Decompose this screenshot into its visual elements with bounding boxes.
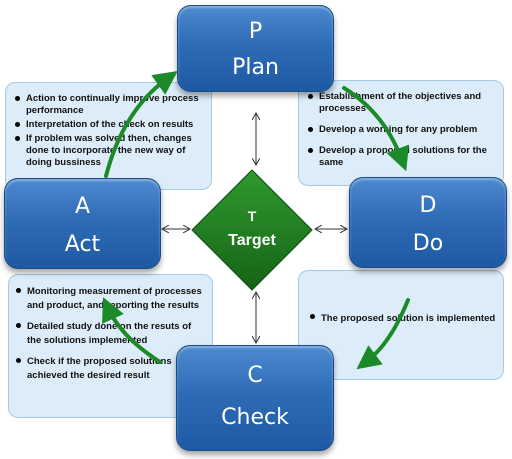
act-label: Act (64, 232, 101, 257)
do-label: Do (412, 231, 444, 256)
do-notes-list: The proposed solution is implemented (305, 311, 497, 326)
arrow-do-to-check (356, 298, 410, 370)
list-item: If problem was solved then, changes done… (10, 133, 205, 169)
list-item: Action to continually improve process pe… (10, 93, 205, 117)
list-item: Establishment of the objectives and proc… (303, 91, 499, 115)
act-box: A Act (4, 178, 161, 269)
target-diamond: T Target (190, 168, 314, 292)
list-item: Check if the proposed solutions achieved… (11, 355, 208, 383)
check-box: C Check (176, 345, 334, 451)
target-letter: T (247, 208, 257, 224)
do-letter: D (419, 193, 437, 218)
arrow-act-to-plan (104, 71, 178, 178)
arrow-check-to-act (102, 297, 162, 364)
list-item: Detailed study done on the resuts of the… (11, 320, 208, 348)
check-label: Check (221, 405, 289, 430)
plan-letter: P (248, 19, 263, 44)
target-label: Target (228, 232, 276, 249)
plan-box: P Plan (177, 5, 334, 92)
act-letter: A (74, 194, 91, 219)
check-letter: C (247, 363, 263, 388)
list-item: Develop a working for any problem (303, 124, 499, 136)
act-notes-list: Action to continually improve process pe… (10, 93, 205, 169)
plan-label: Plan (232, 55, 279, 80)
diamond-shape (191, 169, 313, 291)
list-item: Interpretation of the check on results (10, 119, 205, 131)
list-item: The proposed solution is implemented (305, 311, 497, 326)
arrow-plan-to-do (342, 86, 410, 172)
do-box: D Do (349, 177, 507, 268)
